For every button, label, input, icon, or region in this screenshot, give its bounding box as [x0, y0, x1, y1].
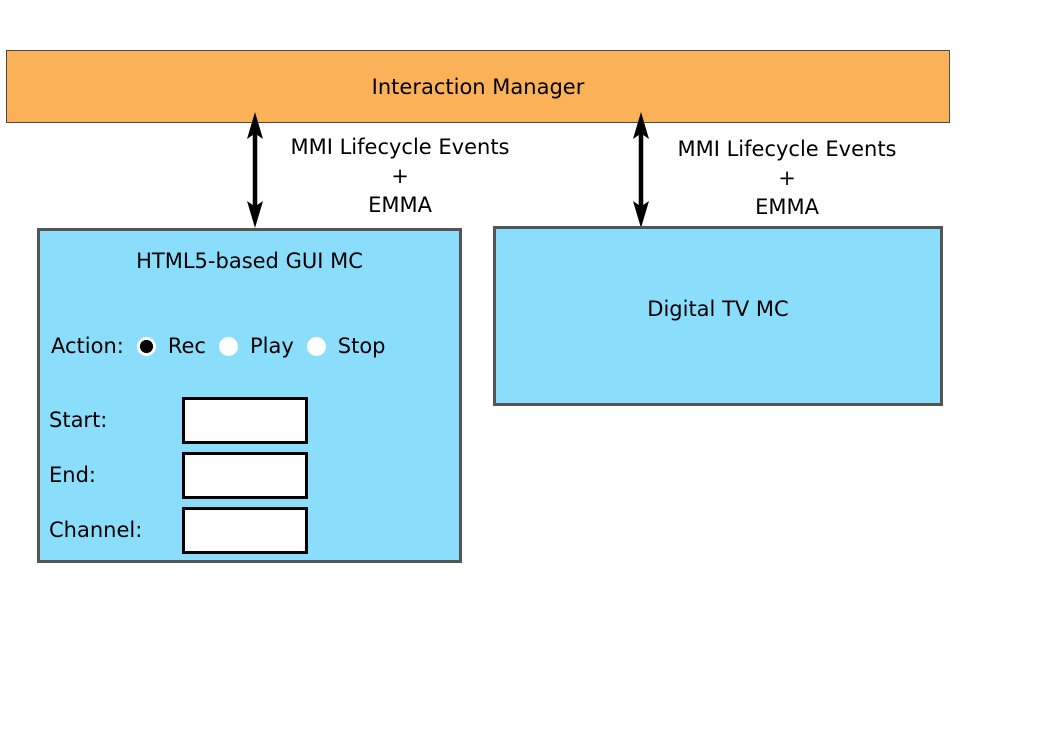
start-input[interactable]	[182, 397, 308, 444]
mmi-lifecycle-label-left-line3: EMMA	[368, 193, 432, 217]
radio-option-play[interactable]: Play	[218, 331, 294, 361]
mmi-lifecycle-label-right-line2: +	[778, 166, 796, 190]
radio-stop-icon[interactable]	[306, 336, 326, 356]
mmi-lifecycle-label-left-line2: +	[391, 164, 409, 188]
mmi-lifecycle-label-left-line1: MMI Lifecycle Events	[290, 135, 510, 159]
start-field-row: Start:	[40, 397, 459, 444]
mmi-lifecycle-label-left: MMI Lifecycle Events + EMMA	[240, 133, 560, 220]
end-label: End:	[49, 463, 96, 487]
mmi-lifecycle-label-right-line1: MMI Lifecycle Events	[677, 137, 897, 161]
gui-mc-box: HTML5-based GUI MC Action: Rec Play Stop…	[37, 228, 462, 563]
end-field-row: End:	[40, 452, 459, 499]
radio-play-label: Play	[249, 334, 294, 358]
channel-label: Channel:	[49, 518, 143, 542]
channel-input[interactable]	[182, 507, 308, 554]
mmi-lifecycle-label-right-line3: EMMA	[755, 195, 819, 219]
tv-mc-title: Digital TV MC	[647, 297, 789, 321]
tv-mc-box: Digital TV MC	[493, 226, 943, 406]
gui-mc-title: HTML5-based GUI MC	[136, 249, 363, 273]
radio-rec-label: Rec	[167, 334, 206, 358]
bidirectional-arrow-left	[247, 112, 263, 228]
radio-play-icon[interactable]	[218, 336, 238, 356]
radio-stop-label: Stop	[337, 334, 386, 358]
mmi-lifecycle-label-right: MMI Lifecycle Events + EMMA	[627, 135, 947, 222]
radio-option-rec[interactable]: Rec	[136, 331, 206, 361]
end-input[interactable]	[182, 452, 308, 499]
action-label: Action:	[51, 334, 124, 358]
interaction-manager-title: Interaction Manager	[371, 74, 585, 99]
radio-rec-icon[interactable]	[136, 336, 156, 356]
radio-option-stop[interactable]: Stop	[306, 331, 386, 361]
start-label: Start:	[49, 408, 108, 432]
channel-field-row: Channel:	[40, 507, 459, 554]
interaction-manager-box: Interaction Manager	[6, 50, 950, 123]
bidirectional-arrow-right	[633, 112, 649, 228]
action-radio-group: Action: Rec Play Stop	[51, 331, 386, 361]
